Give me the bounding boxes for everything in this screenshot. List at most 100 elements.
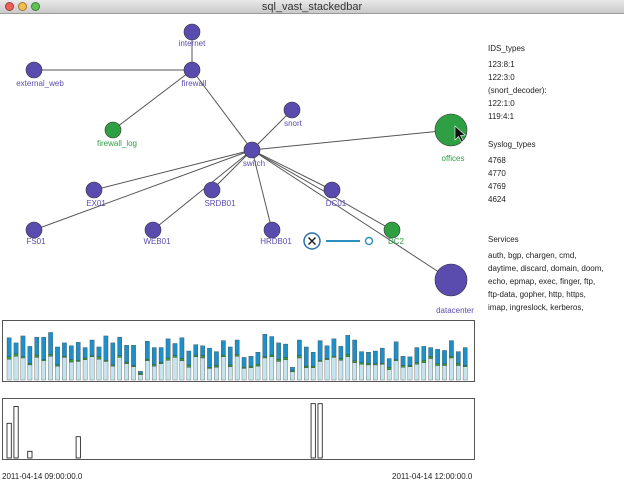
close-window-button[interactable] (5, 2, 14, 11)
stacked-bar-segment (428, 347, 433, 357)
stacked-bar-segment (207, 347, 212, 368)
stacked-bar-segment (27, 363, 33, 366)
node-snort[interactable] (283, 101, 301, 119)
stacked-bar-segment (303, 365, 309, 368)
zoom-slider[interactable] (303, 232, 374, 250)
stacked-bar-segment (290, 370, 295, 373)
syslog-type-item: 4624 (488, 195, 506, 204)
node-DC2[interactable] (383, 221, 401, 239)
node-WEB01[interactable] (144, 221, 162, 239)
stacked-bar-segment (345, 356, 351, 381)
event-bar (310, 403, 316, 459)
stacked-bar-segment (255, 364, 261, 367)
stacked-bar-segment (380, 347, 385, 364)
stacked-bar-segment (193, 354, 199, 357)
stacked-bar-segment (456, 363, 461, 366)
stacked-bar-segment (276, 361, 281, 381)
node-DC01[interactable] (323, 181, 341, 199)
stacked-bar-segment (227, 346, 233, 366)
stacked-bar-segment (69, 361, 74, 381)
stacked-bar-segment (214, 365, 219, 368)
stacked-bar-segment (234, 339, 240, 355)
node-label-DC01: DC01 (326, 199, 347, 208)
stacked-bar-segment (317, 360, 323, 362)
node-label-HRDB01: HRDB01 (260, 237, 292, 246)
edge-firewall-switch (191, 69, 253, 151)
stacked-bar-segment (373, 350, 378, 364)
stacked-bar-segment (96, 356, 102, 360)
stacked-bar-segment (283, 357, 288, 360)
stacked-bar-segment (449, 340, 454, 357)
stacked-bar-segment (145, 360, 150, 381)
stacked-bar-segment (276, 358, 281, 362)
stacked-bar-segment (227, 364, 233, 367)
stacked-bar-segment (13, 356, 19, 381)
stacked-bar-segment (428, 356, 433, 359)
stacked-bar-segment (103, 361, 109, 381)
node-firewall[interactable] (183, 61, 201, 79)
stacked-bar-segment (75, 342, 81, 361)
stacked-bar-plot (6, 332, 468, 381)
node-external_web[interactable] (25, 61, 43, 79)
stacked-bar-segment (393, 360, 399, 381)
stacked-bar-segment (262, 334, 268, 357)
stacked-bar-segment (449, 356, 454, 359)
stacked-bar-segment (55, 346, 60, 366)
stacked-bar-segment (41, 360, 46, 381)
stacked-bar-segment (435, 349, 440, 364)
ids-type-item: 122:3:0 (488, 73, 515, 82)
edge-firewall-firewall_log (112, 69, 193, 131)
stacked-bar-segment (359, 351, 364, 363)
stacked-bar-segment (82, 357, 88, 360)
event-bar (27, 450, 33, 459)
node-datacenter[interactable] (434, 263, 468, 297)
stacked-bar-segment (103, 335, 109, 361)
stacked-bar-segment (324, 345, 330, 359)
stacked-bar-segment (82, 347, 88, 359)
stacked-bar-segment (352, 362, 357, 381)
zoom-slider-handle[interactable] (364, 236, 374, 246)
edge-switch-FS01 (33, 149, 253, 231)
stacked-bar-segment (234, 356, 240, 381)
stacked-bar-segment (241, 357, 247, 368)
services-heading: Services (488, 235, 519, 244)
stacked-bar-segment (27, 346, 33, 364)
stacked-bar-segment (421, 362, 427, 381)
stacked-bar-segment (407, 365, 413, 367)
stacked-bar-segment (41, 359, 46, 362)
stacked-bar-segment (151, 365, 157, 381)
syslog-type-item: 4770 (488, 169, 506, 178)
ids-type-item: 122:1:0 (488, 99, 515, 108)
event-bar-plot (6, 403, 323, 459)
minimize-window-button[interactable] (18, 2, 27, 11)
node-firewall_log[interactable] (104, 121, 122, 139)
stacked-bar-segment (151, 347, 157, 365)
node-switch[interactable] (243, 141, 261, 159)
ids-type-item: 119:4:1 (488, 112, 515, 121)
stacked-bar-segment (345, 354, 351, 357)
stacked-bar-segment (89, 339, 95, 356)
stacked-bar-segment (359, 362, 364, 365)
stacked-bar-segment (179, 358, 185, 362)
stacked-bar-segment (290, 367, 295, 371)
node-FS01[interactable] (25, 221, 43, 239)
node-label-SRDB01: SRDB01 (204, 199, 236, 208)
edge-switch-DC01 (251, 149, 333, 191)
stacked-bar-segment (290, 371, 295, 381)
stacked-bar-segment (165, 357, 171, 361)
stacked-bar-segment (110, 342, 116, 366)
stacked-bar-segment (124, 363, 129, 381)
node-internet[interactable] (183, 23, 201, 41)
stacked-bar-segment (303, 367, 309, 381)
ids-type-item: 123:8:1 (488, 60, 515, 69)
stacked-bar-segment (269, 336, 275, 356)
stacked-bar-segment (310, 367, 316, 381)
stacked-bar-segment (145, 340, 150, 360)
stacked-bar-segment (6, 356, 12, 360)
node-SRDB01[interactable] (203, 181, 221, 199)
zoom-window-button[interactable] (31, 2, 40, 11)
node-HRDB01[interactable] (263, 221, 281, 239)
node-EX01[interactable] (85, 181, 103, 199)
stacked-bar-segment (324, 358, 330, 360)
